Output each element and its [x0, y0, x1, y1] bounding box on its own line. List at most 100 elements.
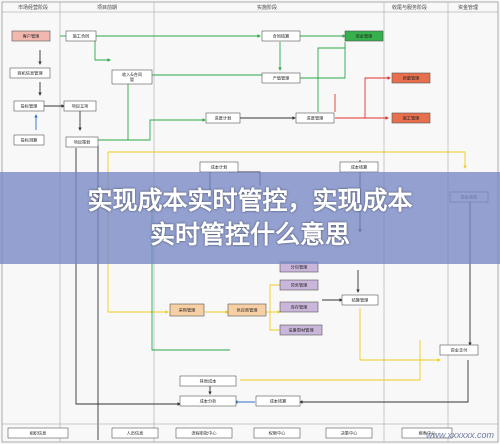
phase-label-market: 市场经营阶段 [18, 4, 48, 11]
node-box [65, 136, 99, 148]
node-box [13, 134, 45, 146]
node-customer-mgmt: 客户管理 [11, 30, 51, 42]
node-box [391, 72, 431, 84]
banner-title-line-1: 实现成本实时管控，实现成本 [87, 186, 413, 215]
node-label: 其他成本 [200, 378, 218, 385]
node-label: 商机信息管理 [17, 70, 43, 77]
node-label: 成本核算 [270, 398, 287, 405]
node-box [439, 344, 479, 356]
node-label: 成本分析 [200, 398, 217, 405]
node-box [111, 69, 153, 85]
node-label: 产值管理 [273, 75, 291, 82]
node-contract-mgmt: 合同结算 [261, 30, 301, 42]
node-bottom-2: 流程审批中心 [175, 427, 233, 439]
node-box [9, 67, 51, 79]
node-label: 项目策划 [74, 139, 91, 146]
node-bottom-3: 权限中心 [253, 427, 301, 439]
node-box [344, 30, 384, 42]
node-box [261, 72, 301, 84]
node-label: 组织信息 [30, 430, 47, 437]
node-label: 投标测算 [21, 137, 38, 144]
node-box [255, 395, 301, 407]
node-fund-pay: 资金支付 [439, 344, 479, 356]
node-label: 供应商管理 [237, 307, 259, 314]
node-label: 合同结算 [273, 33, 290, 40]
node-label: 人员信息 [127, 430, 144, 437]
node-label: 管 [130, 76, 134, 83]
node-fund-mgmt: 资金管理 [344, 30, 384, 42]
node-settlement-mgmt: 结算管理 [341, 294, 379, 306]
node-inventory-mgmt: 库存管理 [279, 301, 319, 313]
node-cost-accounting: 成本核算 [339, 161, 379, 173]
node-label: 分包管理 [291, 264, 309, 271]
node-box [7, 427, 69, 439]
node-box [179, 395, 237, 407]
node-revenue-contract: 收入&合同管 [111, 69, 153, 85]
phase-label-implementation: 实施阶段 [257, 4, 277, 11]
node-box [391, 112, 431, 124]
node-progress-plan: 进度计划 [205, 112, 241, 124]
node-equipment-mgmt: 设备周材管理 [279, 324, 323, 336]
node-label: 成本核算 [351, 164, 368, 171]
node-procurement-mgmt: 采购管理 [169, 303, 205, 317]
node-box [65, 30, 97, 42]
node-label: 收入&合同 [122, 71, 142, 78]
banner-title-line-2: 实时管控什么意思 [149, 220, 350, 249]
node-label: 质量管理 [403, 75, 421, 82]
node-progress-mgmt: 进度管理 [295, 112, 335, 124]
node-construction-contract: 施工合同 [65, 30, 97, 42]
node-box [279, 301, 319, 313]
node-project-plan: 项目策划 [65, 136, 99, 148]
node-label: 投标管理 [21, 103, 39, 110]
node-box [11, 30, 51, 42]
node-box [179, 375, 237, 387]
node-safety-mgmt: 施工管理 [391, 112, 431, 124]
node-box [175, 427, 233, 439]
node-cost-check: 成本核算 [255, 395, 301, 407]
node-label: 采购管理 [179, 307, 197, 314]
node-box [401, 427, 453, 439]
node-label: 决策中心 [341, 430, 359, 437]
node-label: 设备周材管理 [288, 327, 314, 334]
node-box [261, 30, 301, 42]
node-label: 施工合同 [73, 33, 90, 40]
node-label: 客户管理 [23, 33, 41, 40]
phase-label-fund: 资金管理 [458, 4, 478, 11]
node-label: 报表中心 [419, 430, 437, 437]
node-box [169, 303, 205, 317]
node-bid-evaluation: 投标测算 [13, 134, 45, 146]
node-label: 资金支付 [451, 347, 468, 354]
node-label: 流程审批中心 [191, 430, 217, 437]
node-box [279, 324, 323, 336]
node-cost-control-tbd: 其他成本 [179, 375, 237, 387]
phase-label-closing: 收尾与服务阶段 [392, 4, 427, 11]
node-label: 项目立项 [72, 103, 90, 110]
node-box [111, 427, 159, 439]
node-label: 结算管理 [352, 297, 370, 304]
node-box [63, 100, 97, 112]
node-bottom-0: 组织信息 [7, 427, 69, 439]
phase-label-preproject: 项目前期 [97, 4, 117, 11]
node-label: 劳务管理 [291, 282, 309, 289]
node-label: 资金管理 [356, 33, 374, 40]
node-bottom-5: 报表中心 [401, 427, 453, 439]
node-box [253, 427, 301, 439]
node-box [325, 427, 373, 439]
node-label: 进度计划 [215, 115, 232, 122]
node-cost-analysis: 成本分析 [179, 395, 237, 407]
node-output-mgmt: 产值管理 [261, 72, 301, 84]
node-box [13, 100, 45, 112]
node-bid-mgmt: 投标管理 [13, 100, 45, 112]
node-box [295, 112, 335, 124]
node-label: 进度管理 [307, 115, 325, 122]
node-label: 库存管理 [291, 304, 309, 311]
node-labor-mgmt: 劳务管理 [279, 279, 319, 291]
node-bottom-4: 决策中心 [325, 427, 373, 439]
node-bid-info-mgmt: 商机信息管理 [9, 67, 51, 79]
node-label: 成本计划 [211, 164, 228, 171]
node-cost-plan: 成本计划 [199, 161, 239, 173]
node-box [279, 279, 319, 291]
node-bottom-1: 人员信息 [111, 427, 159, 439]
node-box [227, 303, 267, 317]
node-project-setup: 项目立项 [63, 100, 97, 112]
